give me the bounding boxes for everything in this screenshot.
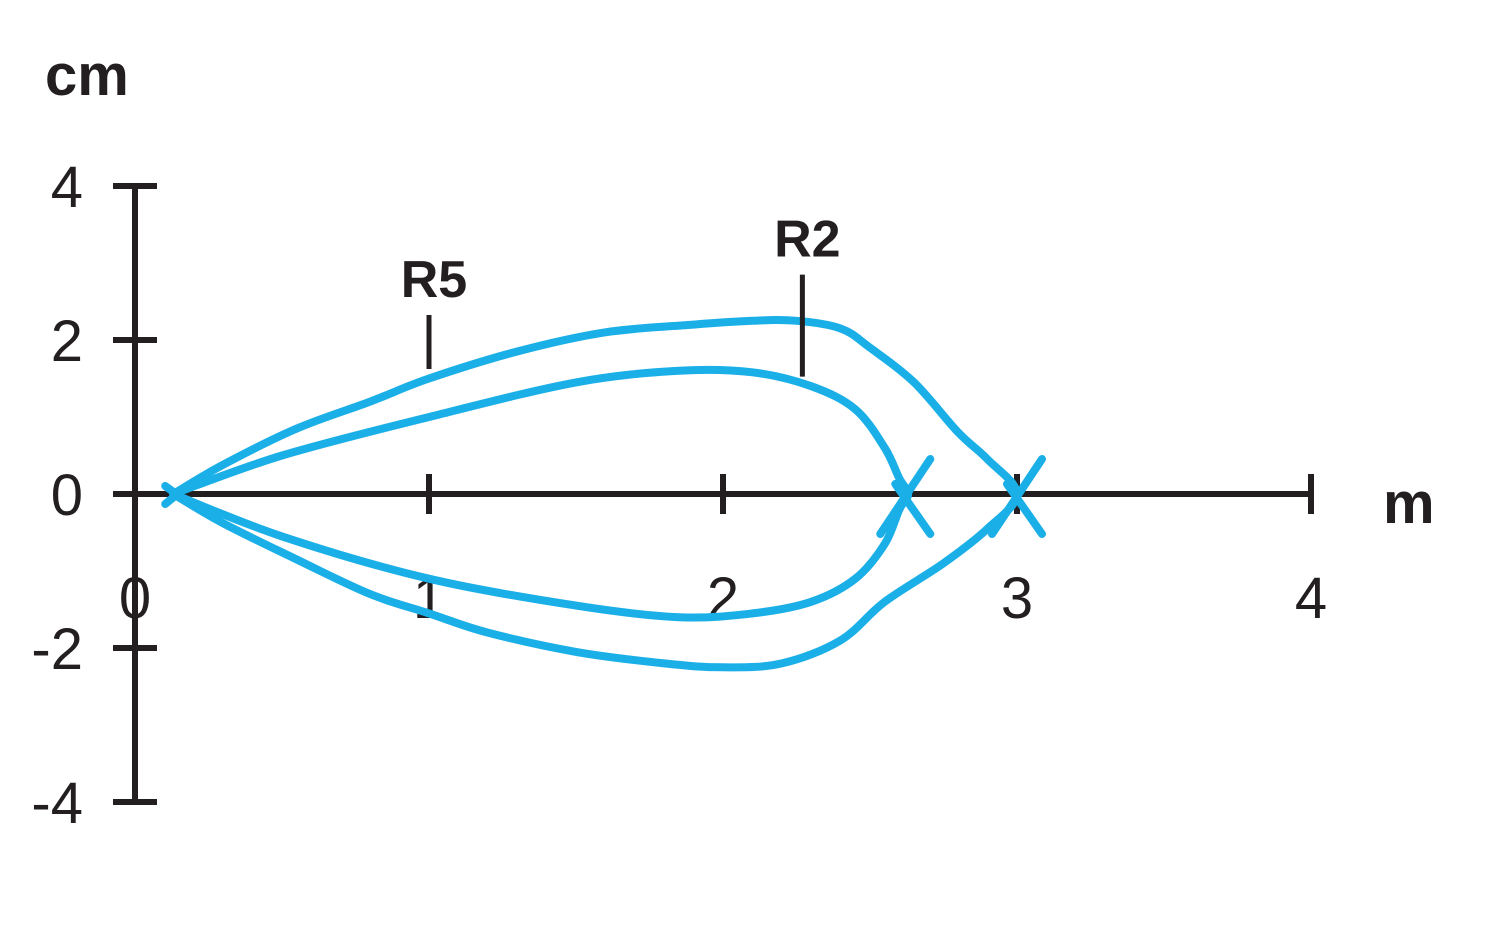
x-tick-label: 2 (707, 566, 739, 631)
series-label-r2: R2 (774, 211, 840, 269)
labels-group: R5 R2 (401, 211, 841, 377)
y-unit-label: cm (45, 43, 129, 108)
end-mark-stroke (1003, 480, 1046, 538)
x-tick-label: 3 (1001, 566, 1033, 631)
x-tick-label: 0 (119, 566, 151, 631)
origin-mark (161, 482, 192, 506)
series-group (161, 316, 1046, 672)
x-tick-label: 4 (1295, 566, 1327, 631)
x-unit-label: m (1383, 471, 1435, 536)
end-mark-stroke (891, 480, 935, 538)
y-tick-label: -2 (31, 617, 83, 682)
y-tick-label: -4 (31, 771, 83, 836)
y-tick-label: 4 (51, 155, 83, 220)
series-line-r5 (169, 316, 1021, 672)
y-tick-label: 2 (51, 309, 83, 374)
series-label-r5: R5 (401, 251, 467, 309)
y-tick-label: 0 (51, 463, 83, 528)
